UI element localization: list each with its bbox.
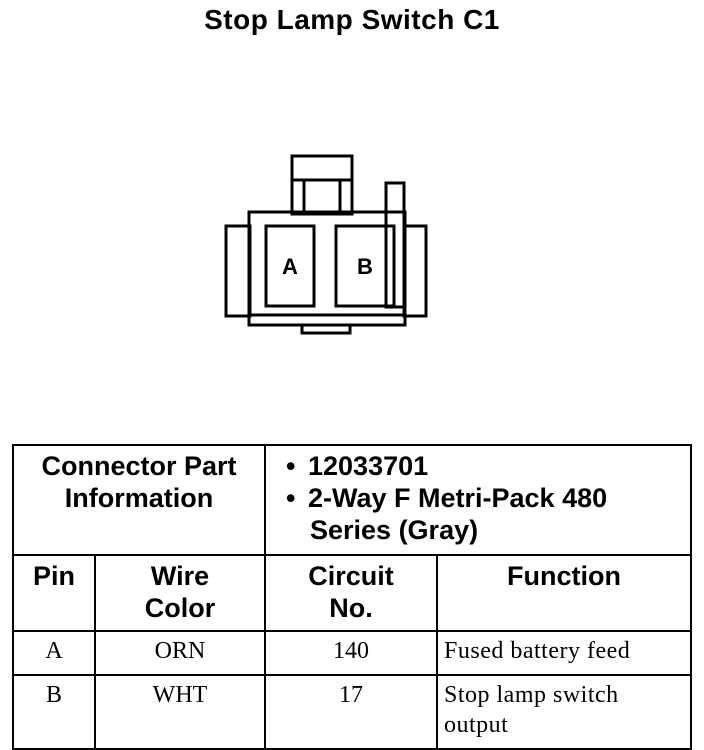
pin-label-b: B (357, 254, 373, 279)
pin-label-a: A (282, 254, 298, 279)
table-row: B WHT 17 Stop lamp switch output (12, 674, 692, 750)
part-info-values: •12033701 •2-Way F Metri-Pack 480 Series… (264, 444, 692, 556)
part-info-label: Connector Part Information (12, 444, 266, 556)
part-number: 12033701 (308, 451, 429, 481)
connector-series-cont: Series (Gray) (310, 515, 479, 545)
col-header-wire-color: Wire Color (94, 554, 266, 632)
connector-body (224, 210, 428, 335)
function-cell: Fused battery feed (436, 630, 692, 676)
connector-latch (290, 154, 354, 216)
col-header-function: Function (436, 554, 692, 632)
connector-diagram: A B (224, 154, 428, 335)
connector-series: 2-Way F Metri-Pack 480 (308, 483, 608, 513)
table-row: A ORN 140 Fused battery feed (12, 630, 692, 676)
pin-cell: A (12, 630, 96, 676)
circuit-cell: 140 (264, 630, 438, 676)
wire-color-cell: ORN (94, 630, 266, 676)
wire-color-cell: WHT (94, 674, 266, 750)
connector-table: Connector Part Information •12033701 •2-… (12, 444, 692, 750)
circuit-cell: 17 (264, 674, 438, 750)
function-cell: Stop lamp switch output (436, 674, 692, 750)
pin-cavity-a (264, 224, 316, 308)
pin-cavity-b (334, 224, 396, 308)
page-title: Stop Lamp Switch C1 (204, 4, 500, 35)
col-header-pin: Pin (12, 554, 96, 632)
pin-cell: B (12, 674, 96, 750)
col-header-circuit: Circuit No. (264, 554, 438, 632)
